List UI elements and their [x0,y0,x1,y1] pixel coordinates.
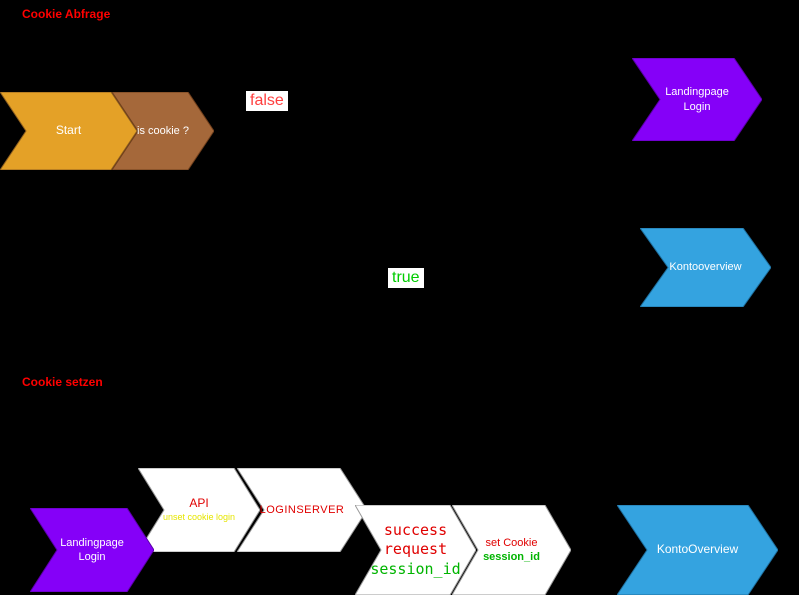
chevron-shape-start [0,92,137,170]
chevron-shape-loginserver [237,468,367,552]
section-title-cookie-setzen: Cookie setzen [22,375,103,389]
chevron-shape-kontooverview-top [640,228,771,307]
flow-step-kontooverview-bottom: KontoOverview [617,505,778,595]
flow-step-landingpage-login-bottom: Landingpage Login [30,508,154,592]
chevron-shape-set-cookie [452,505,571,595]
chevron-shape-kontooverview-bottom [617,505,778,595]
flow-step-is-cookie: is cookie ? [112,92,214,170]
chevron-shape-landingpage-login-bottom [30,508,154,592]
flow-step-set-cookie: set Cookie session_id [452,505,571,595]
branch-label-false: false [246,91,288,111]
chevron-shape-api [138,468,260,552]
chevron-shape-is-cookie [112,92,214,170]
branch-label-true: true [388,268,424,288]
chevron-shape-success-request [355,505,476,595]
chevron-shape-landingpage-login-top [632,58,762,141]
section-title-cookie-abfrage: Cookie Abfrage [22,7,111,21]
flow-step-landingpage-login-top: Landingpage Login [632,58,762,141]
flow-step-kontooverview-top: Kontooverview [640,228,771,307]
flow-step-loginserver: LOGINSERVER [237,468,367,552]
